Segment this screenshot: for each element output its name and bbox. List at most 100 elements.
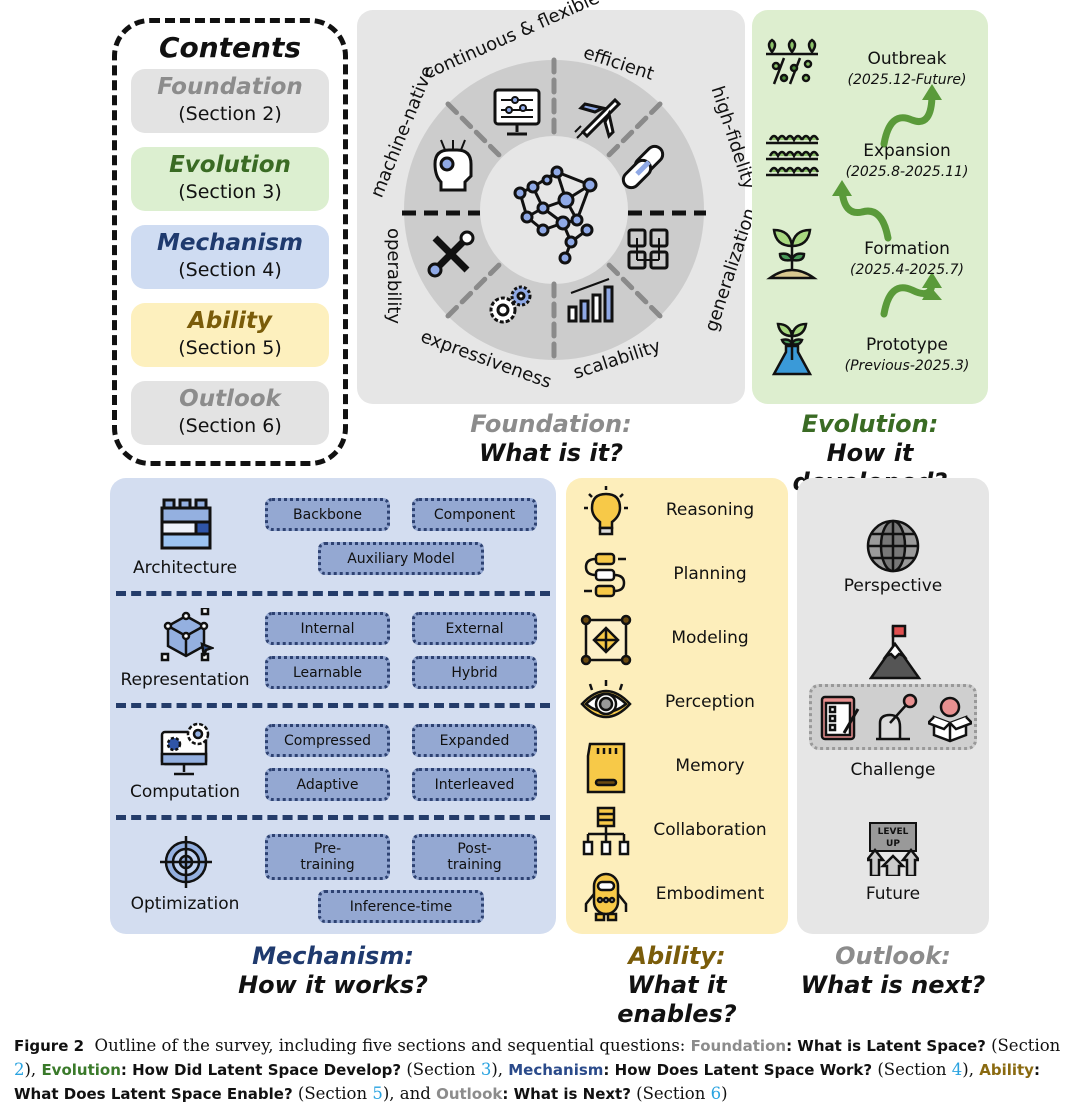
caption-section: (Section <box>297 1084 373 1103</box>
mechanism-label-optimization: Optimization <box>130 894 240 914</box>
chip-expanded[interactable]: Expanded <box>412 724 537 757</box>
3d-cube-icon <box>160 608 214 662</box>
toc-foundation[interactable]: Foundation (Section 2) <box>131 69 329 133</box>
toc-section: (Section 4) <box>178 259 282 281</box>
lightbulb-icon <box>584 486 628 536</box>
property-operability: operability <box>383 228 404 324</box>
wrench-tools-icon <box>427 230 475 278</box>
chip-learnable[interactable]: Learnable <box>265 656 390 689</box>
contents-title: Contents <box>158 31 302 64</box>
globe-icon <box>866 519 920 573</box>
foundation-question: What is it? <box>478 439 624 467</box>
caption-key: Evolution <box>41 1061 121 1079</box>
model-frame-icon <box>580 614 632 666</box>
level-up-icon: LEVEL UP <box>867 822 919 876</box>
ability-caption: Ability: What it enables? <box>566 942 788 1029</box>
caption-suffix: ) <box>721 1084 728 1103</box>
gears-icon <box>489 285 532 324</box>
toc-name: Outlook <box>179 386 281 412</box>
caption-key: Mechanism <box>508 1061 604 1079</box>
caption-part-foundation: Foundation: What is Latent Space? (Secti… <box>14 1036 1060 1079</box>
sprouts-field-icon <box>766 38 818 85</box>
mechanism-caption: Mechanism: How it works? <box>110 942 556 1000</box>
ability-heading: Ability: <box>628 942 726 970</box>
toc-outlook[interactable]: Outlook (Section 6) <box>131 381 329 445</box>
evolution-panel: Outbreak (2025.12-Future) Expansion (202… <box>752 10 988 404</box>
toc-mechanism[interactable]: Mechanism (Section 4) <box>131 225 329 289</box>
chip-component[interactable]: Component <box>412 498 537 531</box>
surprise-box-icon <box>928 696 972 743</box>
ability-label: Planning <box>673 564 747 584</box>
stage-period: (2025.4-2025.7) <box>850 262 964 278</box>
chip-inference-time[interactable]: Inference-time <box>318 890 484 923</box>
chip-external[interactable]: External <box>412 612 537 645</box>
caption-question: : What is Latent Space? <box>786 1037 992 1055</box>
chip-internal[interactable]: Internal <box>265 612 390 645</box>
section-divider <box>116 703 550 708</box>
caption-suffix: ), <box>24 1060 42 1079</box>
stage-expansion: Expansion (2025.8-2025.11) <box>832 140 982 182</box>
chip-compressed[interactable]: Compressed <box>265 724 390 757</box>
section-link[interactable]: 4 <box>951 1060 963 1079</box>
ability-item-memory: Memory <box>566 742 788 798</box>
ability-item-perception: Perception <box>566 678 788 734</box>
ability-item-reasoning: Reasoning <box>566 486 788 542</box>
flask-sprout-icon <box>771 322 813 376</box>
ability-item-embodiment: Embodiment <box>566 870 788 926</box>
caption-section: (Section <box>406 1060 481 1079</box>
mechanism-heading: Mechanism: <box>252 942 414 970</box>
section-divider <box>116 815 550 820</box>
section-link[interactable]: 2 <box>14 1060 25 1079</box>
chip-interleaved[interactable]: Interleaved <box>412 768 537 801</box>
young-plant-icon <box>766 228 818 280</box>
mountain-flag-icon <box>869 624 922 680</box>
level-up-badge: LEVEL UP <box>869 822 917 852</box>
outlook-panel: Perspective <box>797 478 989 934</box>
chip-auxiliary-model[interactable]: Auxiliary Model <box>318 542 484 575</box>
section-link[interactable]: 3 <box>480 1060 492 1079</box>
caption-section: (Section <box>991 1036 1061 1055</box>
ability-panel: Reasoning Planning Modeling <box>566 478 788 934</box>
caption-section: (Section <box>636 1084 711 1103</box>
robot-icon <box>584 872 628 922</box>
caption-section: (Section <box>877 1060 952 1079</box>
chip-post-training[interactable]: Post- training <box>412 834 537 880</box>
level-up-text: UP <box>886 839 900 849</box>
ability-label: Modeling <box>671 628 749 648</box>
toc-ability[interactable]: Ability (Section 5) <box>131 303 329 367</box>
ability-label: Memory <box>675 756 745 776</box>
arrow-formation-expansion <box>838 186 892 242</box>
stage-period: (2025.12-Future) <box>847 72 967 88</box>
chip-hybrid[interactable]: Hybrid <box>412 656 537 689</box>
inner-circle <box>480 136 628 284</box>
ability-question: What it enables? <box>617 971 737 1028</box>
outlook-question: What is next? <box>800 971 986 999</box>
section-link[interactable]: 5 <box>372 1084 383 1103</box>
foundation-caption: Foundation: What is it? <box>357 410 745 468</box>
evolution-heading: Evolution: <box>801 410 939 438</box>
chip-backbone[interactable]: Backbone <box>265 498 390 531</box>
level-up-text: LEVEL <box>877 827 909 837</box>
flow-steps-icon <box>584 552 626 598</box>
outlook-caption: Outlook: What is next? <box>797 942 989 1000</box>
eye-icon <box>580 680 632 719</box>
outlook-label-future: Future <box>865 884 921 904</box>
ability-label: Perception <box>665 692 755 712</box>
toc-evolution[interactable]: Evolution (Section 3) <box>131 147 329 211</box>
section-link[interactable]: 6 <box>710 1084 722 1103</box>
caption-suffix: ), <box>491 1060 509 1079</box>
challenge-icons-group <box>809 684 977 750</box>
grid-nodes-icon <box>627 228 669 270</box>
mechanism-label-architecture: Architecture <box>132 558 238 578</box>
chip-adaptive[interactable]: Adaptive <box>265 768 390 801</box>
contents-box: Contents Foundation (Section 2) Evolutio… <box>112 18 348 466</box>
airplane-icon <box>574 97 622 139</box>
toc-section: (Section 5) <box>178 337 282 359</box>
chain-link-icon <box>621 144 665 190</box>
stage-outbreak: Outbreak (2025.12-Future) <box>832 48 982 90</box>
toc-name: Mechanism <box>157 230 303 256</box>
outlook-label-challenge: Challenge <box>850 760 936 780</box>
foundation-panel: continuous & flexible efficient high-fid… <box>357 0 761 404</box>
ability-item-modeling: Modeling <box>566 614 788 670</box>
chip-pre-training[interactable]: Pre- training <box>265 834 390 880</box>
